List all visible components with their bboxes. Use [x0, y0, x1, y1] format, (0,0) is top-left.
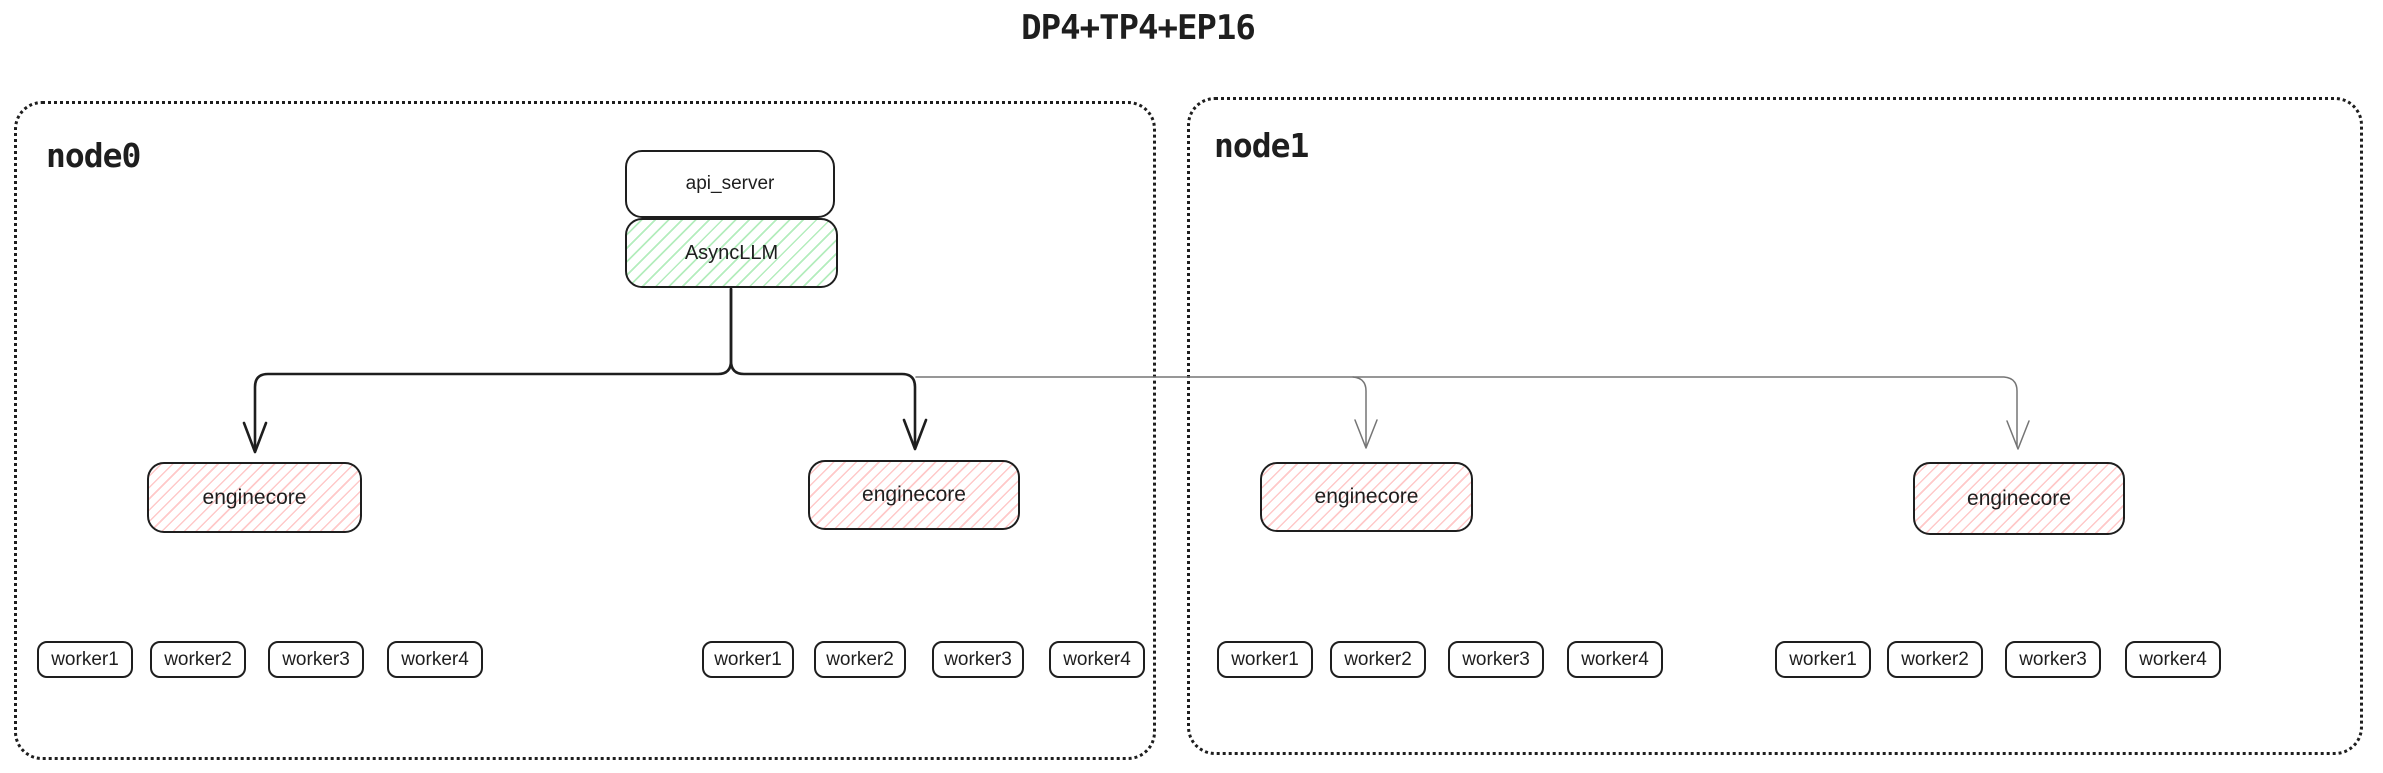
- asyncllm-box: AsyncLLM: [625, 218, 838, 288]
- worker-box: worker1: [1775, 641, 1871, 678]
- worker-box: worker4: [1567, 641, 1663, 678]
- worker-box: worker1: [1217, 641, 1313, 678]
- worker-box: worker3: [1448, 641, 1544, 678]
- worker-box: worker1: [702, 641, 794, 678]
- worker-box: worker2: [150, 641, 246, 678]
- enginecore-box-1: enginecore: [147, 462, 362, 533]
- worker-box: worker2: [1887, 641, 1983, 678]
- worker-box: worker2: [1330, 641, 1426, 678]
- enginecore-box-2: enginecore: [808, 460, 1020, 530]
- api-server-box: api_server: [625, 150, 835, 218]
- worker-box: worker3: [932, 641, 1024, 678]
- worker-box: worker1: [37, 641, 133, 678]
- worker-box: worker4: [387, 641, 483, 678]
- worker-box: worker2: [814, 641, 906, 678]
- worker-box: worker3: [268, 641, 364, 678]
- node1-label: node1: [1214, 126, 1309, 165]
- enginecore-box-3: enginecore: [1260, 462, 1473, 532]
- worker-box: worker4: [2125, 641, 2221, 678]
- node0-label: node0: [46, 136, 141, 175]
- diagram-title: DP4+TP4+EP16: [1021, 8, 1256, 48]
- worker-box: worker4: [1049, 641, 1145, 678]
- enginecore-box-4: enginecore: [1913, 462, 2125, 535]
- worker-box: worker3: [2005, 641, 2101, 678]
